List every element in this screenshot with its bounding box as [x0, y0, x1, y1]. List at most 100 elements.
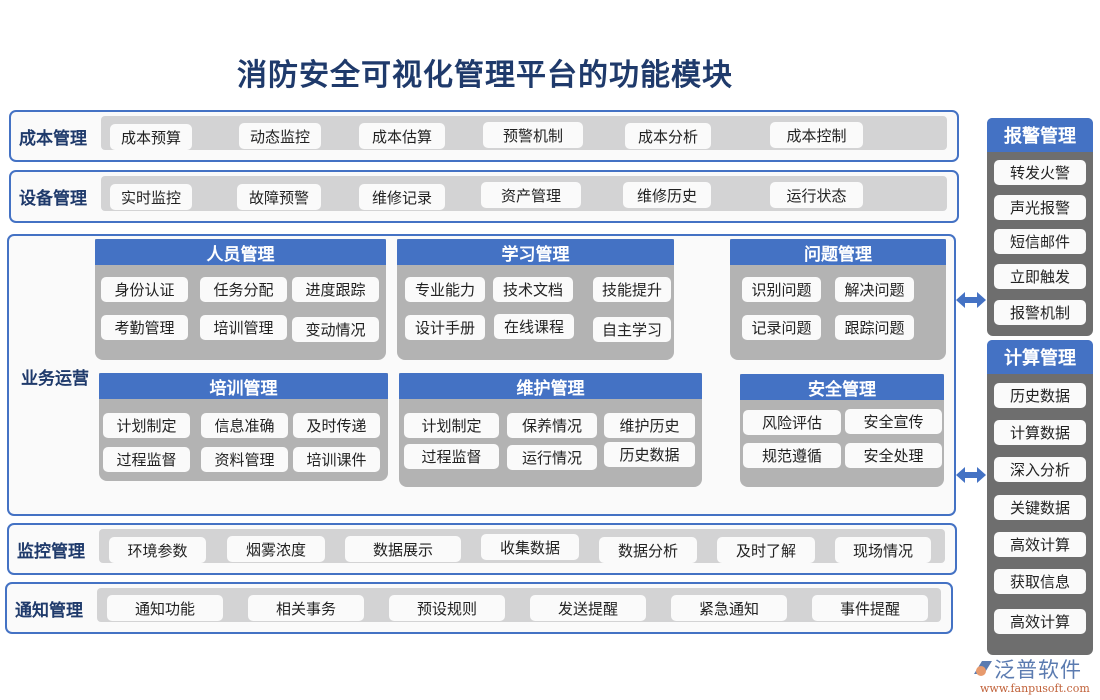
- item-chip[interactable]: 数据分析: [599, 537, 697, 563]
- item-chip[interactable]: 报警机制: [994, 300, 1086, 325]
- side-alarm: 报警管理 转发火警 声光报警 短信邮件 立即触发 报警机制: [987, 118, 1093, 336]
- item-chip[interactable]: 资产管理: [481, 182, 581, 208]
- item-chip[interactable]: 成本控制: [770, 122, 863, 148]
- row-label: 设备管理: [19, 189, 87, 209]
- group-issues: 问题管理 识别问题 解决问题 记录问题 跟踪问题: [730, 239, 946, 360]
- item-chip[interactable]: 紧急通知: [671, 595, 787, 621]
- group-title: 人员管理: [95, 239, 386, 265]
- item-chip[interactable]: 在线课程: [494, 314, 574, 339]
- item-chip[interactable]: 立即触发: [994, 264, 1086, 289]
- item-chip[interactable]: 跟踪问题: [835, 315, 914, 340]
- item-chip[interactable]: 维修记录: [359, 184, 445, 210]
- item-chip[interactable]: 高效计算: [994, 532, 1086, 557]
- item-chip[interactable]: 深入分析: [994, 457, 1086, 482]
- item-chip[interactable]: 资料管理: [201, 447, 288, 472]
- item-chip[interactable]: 成本预算: [110, 124, 192, 150]
- items-strip: 通知功能 相关事务 预设规则 发送提醒 紧急通知 事件提醒: [97, 588, 941, 622]
- item-chip[interactable]: 识别问题: [742, 277, 821, 302]
- item-chip[interactable]: 通知功能: [107, 595, 223, 621]
- row-monitor: 监控管理 环境参数 烟雾浓度 数据展示 收集数据 数据分析 及时了解 现场情况: [7, 523, 957, 575]
- item-chip[interactable]: 培训课件: [293, 447, 380, 472]
- item-chip[interactable]: 保养情况: [507, 413, 597, 438]
- item-chip[interactable]: 维护历史: [604, 413, 695, 438]
- row-cost: 成本管理 成本预算 动态监控 成本估算 预警机制 成本分析 成本控制: [9, 110, 959, 162]
- item-chip[interactable]: 故障预警: [237, 184, 321, 210]
- brand-logo-icon: [974, 661, 992, 676]
- item-chip[interactable]: 考勤管理: [101, 315, 188, 340]
- side-title: 报警管理: [987, 118, 1093, 152]
- row-notify: 通知管理 通知功能 相关事务 预设规则 发送提醒 紧急通知 事件提醒: [5, 582, 953, 634]
- item-chip[interactable]: 历史数据: [604, 442, 695, 467]
- item-chip[interactable]: 历史数据: [994, 383, 1086, 408]
- item-chip[interactable]: 及时传递: [293, 413, 380, 438]
- item-chip[interactable]: 安全宣传: [845, 409, 942, 434]
- item-chip[interactable]: 高效计算: [994, 609, 1086, 634]
- brand-name: 泛普软件: [994, 658, 1082, 682]
- item-chip[interactable]: 记录问题: [742, 315, 821, 340]
- item-chip[interactable]: 数据展示: [345, 536, 461, 562]
- item-chip[interactable]: 计算数据: [994, 420, 1086, 445]
- item-chip[interactable]: 短信邮件: [994, 229, 1086, 254]
- item-chip[interactable]: 解决问题: [835, 277, 914, 302]
- item-chip[interactable]: 设计手册: [405, 315, 485, 340]
- item-chip[interactable]: 计划制定: [103, 413, 190, 438]
- item-chip[interactable]: 规范遵循: [743, 443, 841, 468]
- row-label: 监控管理: [17, 541, 85, 562]
- group-title: 学习管理: [397, 239, 674, 265]
- item-chip[interactable]: 任务分配: [200, 277, 287, 302]
- group-title: 安全管理: [740, 374, 944, 400]
- brand-url: www.fanpusoft.com: [980, 682, 1090, 695]
- item-chip[interactable]: 自主学习: [593, 317, 671, 342]
- page-title: 消防安全可视化管理平台的功能模块: [237, 58, 733, 93]
- double-arrow-icon: [956, 292, 986, 308]
- group-title: 问题管理: [730, 239, 946, 265]
- item-chip[interactable]: 进度跟踪: [292, 277, 379, 302]
- item-chip[interactable]: 技能提升: [593, 277, 671, 302]
- item-chip[interactable]: 转发火警: [994, 160, 1086, 185]
- item-chip[interactable]: 风险评估: [743, 410, 841, 435]
- item-chip[interactable]: 现场情况: [835, 537, 931, 563]
- item-chip[interactable]: 预警机制: [483, 122, 583, 148]
- item-chip[interactable]: 预设规则: [389, 595, 505, 621]
- item-chip[interactable]: 培训管理: [200, 315, 287, 340]
- item-chip[interactable]: 烟雾浓度: [227, 536, 325, 562]
- row-label: 成本管理: [19, 128, 87, 149]
- item-chip[interactable]: 过程监督: [103, 447, 190, 472]
- item-chip[interactable]: 收集数据: [481, 534, 579, 560]
- item-chip[interactable]: 环境参数: [109, 537, 206, 563]
- double-arrow-icon: [956, 467, 986, 483]
- item-chip[interactable]: 计划制定: [404, 413, 499, 438]
- items-strip: 成本预算 动态监控 成本估算 预警机制 成本分析 成本控制: [101, 116, 947, 150]
- item-chip[interactable]: 身份认证: [101, 277, 188, 302]
- group-maintenance: 维护管理 计划制定 保养情况 维护历史 过程监督 运行情况 历史数据: [399, 373, 702, 487]
- item-chip[interactable]: 发送提醒: [530, 595, 646, 621]
- item-chip[interactable]: 事件提醒: [812, 595, 928, 621]
- item-chip[interactable]: 及时了解: [717, 537, 815, 563]
- item-chip[interactable]: 运行状态: [770, 182, 863, 208]
- item-chip[interactable]: 获取信息: [994, 569, 1086, 594]
- item-chip[interactable]: 过程监督: [404, 444, 499, 469]
- item-chip[interactable]: 实时监控: [110, 184, 192, 210]
- item-chip[interactable]: 成本估算: [359, 123, 445, 149]
- group-personnel: 人员管理 身份认证 任务分配 进度跟踪 考勤管理 培训管理 变动情况: [95, 239, 386, 360]
- item-chip[interactable]: 安全处理: [845, 443, 942, 468]
- item-chip[interactable]: 关键数据: [994, 495, 1086, 520]
- operations-panel: 业务运营 人员管理 身份认证 任务分配 进度跟踪 考勤管理 培训管理 变动情况 …: [7, 234, 956, 516]
- group-title: 培训管理: [99, 373, 388, 399]
- item-chip[interactable]: 动态监控: [239, 123, 321, 149]
- item-chip[interactable]: 变动情况: [292, 317, 379, 342]
- item-chip[interactable]: 声光报警: [994, 195, 1086, 220]
- items-strip: 环境参数 烟雾浓度 数据展示 收集数据 数据分析 及时了解 现场情况: [99, 529, 945, 563]
- item-chip[interactable]: 信息准确: [201, 413, 288, 438]
- item-chip[interactable]: 维修历史: [623, 182, 711, 208]
- side-compute: 计算管理 历史数据 计算数据 深入分析 关键数据 高效计算 获取信息 高效计算: [987, 340, 1093, 655]
- operations-label: 业务运营: [21, 369, 89, 389]
- item-chip[interactable]: 技术文档: [493, 277, 573, 302]
- group-training: 培训管理 计划制定 信息准确 及时传递 过程监督 资料管理 培训课件: [99, 373, 388, 481]
- item-chip[interactable]: 运行情况: [507, 445, 597, 470]
- item-chip[interactable]: 成本分析: [625, 123, 711, 149]
- item-chip[interactable]: 专业能力: [405, 277, 485, 302]
- brand-logo: 泛普软件 www.fanpusoft.com: [972, 654, 1097, 698]
- group-safety: 安全管理 风险评估 安全宣传 规范遵循 安全处理: [740, 374, 944, 487]
- item-chip[interactable]: 相关事务: [248, 595, 364, 621]
